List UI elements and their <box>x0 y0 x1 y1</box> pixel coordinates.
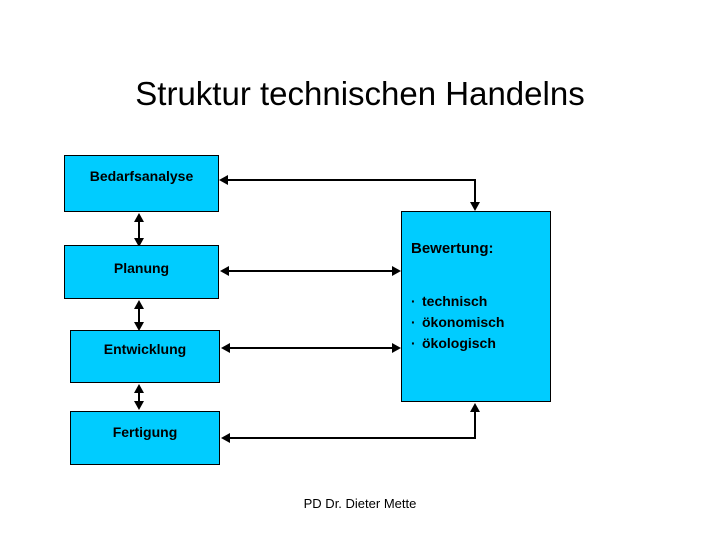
bullet-dot-icon: · <box>411 335 416 351</box>
arrowhead-into-bewertung-bottom <box>470 403 480 412</box>
footer-credit: PD Dr. Dieter Mette <box>303 496 417 511</box>
arrowhead-down-fertigung <box>134 401 144 410</box>
connector-entwicklung-fertigung <box>138 387 140 404</box>
connector-planung-bewertung <box>228 270 394 272</box>
arrowhead-left-planung <box>220 266 229 276</box>
arrowhead-right-bewertung-lower <box>392 343 401 353</box>
evaluation-panel[interactable]: Bewertung: · technisch · ökonomisch · ökolo… <box>401 211 551 402</box>
bullet-dot-icon: · <box>411 293 416 309</box>
process-box-planung[interactable]: Planung <box>64 245 219 299</box>
list-item: · ökologisch <box>411 333 504 354</box>
arrowhead-into-bewertung-top <box>470 202 480 211</box>
list-item: · ökonomisch <box>411 312 504 333</box>
process-box-fertigung[interactable]: Fertigung <box>70 411 220 465</box>
process-box-label: Fertigung <box>112 424 178 440</box>
connector-bewertung-to-fertigung-horizontal <box>229 437 476 439</box>
evaluation-heading: Bewertung: <box>411 240 494 257</box>
arrowhead-to-bedarfsanalyse <box>219 175 228 185</box>
process-box-label: Bedarfsanalyse <box>89 168 194 184</box>
list-item: · technisch <box>411 291 504 312</box>
arrowhead-right-bewertung-upper <box>392 266 401 276</box>
process-box-bedarfsanalyse[interactable]: Bedarfsanalyse <box>64 155 219 212</box>
connector-planung-entwicklung <box>138 303 140 325</box>
connector-entwicklung-bewertung <box>229 347 394 349</box>
arrowhead-left-entwicklung <box>221 343 230 353</box>
process-box-label: Entwicklung <box>103 341 187 357</box>
connector-bewertung-to-fertigung-vertical <box>474 410 476 439</box>
process-box-entwicklung[interactable]: Entwicklung <box>70 330 220 383</box>
bullet-dot-icon: · <box>411 314 416 330</box>
connector-bedarfsanalyse-to-bewertung-vertical <box>474 179 476 203</box>
arrowhead-down-planung <box>134 238 144 247</box>
page-title: Struktur technischen Handelns <box>135 75 585 112</box>
list-item-label: ökologisch <box>422 335 496 351</box>
connector-bedarfsanalyse-planung <box>138 216 140 241</box>
arrowhead-to-fertigung <box>221 433 230 443</box>
evaluation-bullet-list: · technisch · ökonomisch · ökologisch <box>411 291 504 354</box>
process-box-label: Planung <box>113 260 170 276</box>
arrowhead-down-entwicklung <box>134 322 144 331</box>
connector-bedarfsanalyse-to-bewertung-horizontal <box>228 179 476 181</box>
list-item-label: technisch <box>422 293 488 309</box>
list-item-label: ökonomisch <box>422 314 505 330</box>
